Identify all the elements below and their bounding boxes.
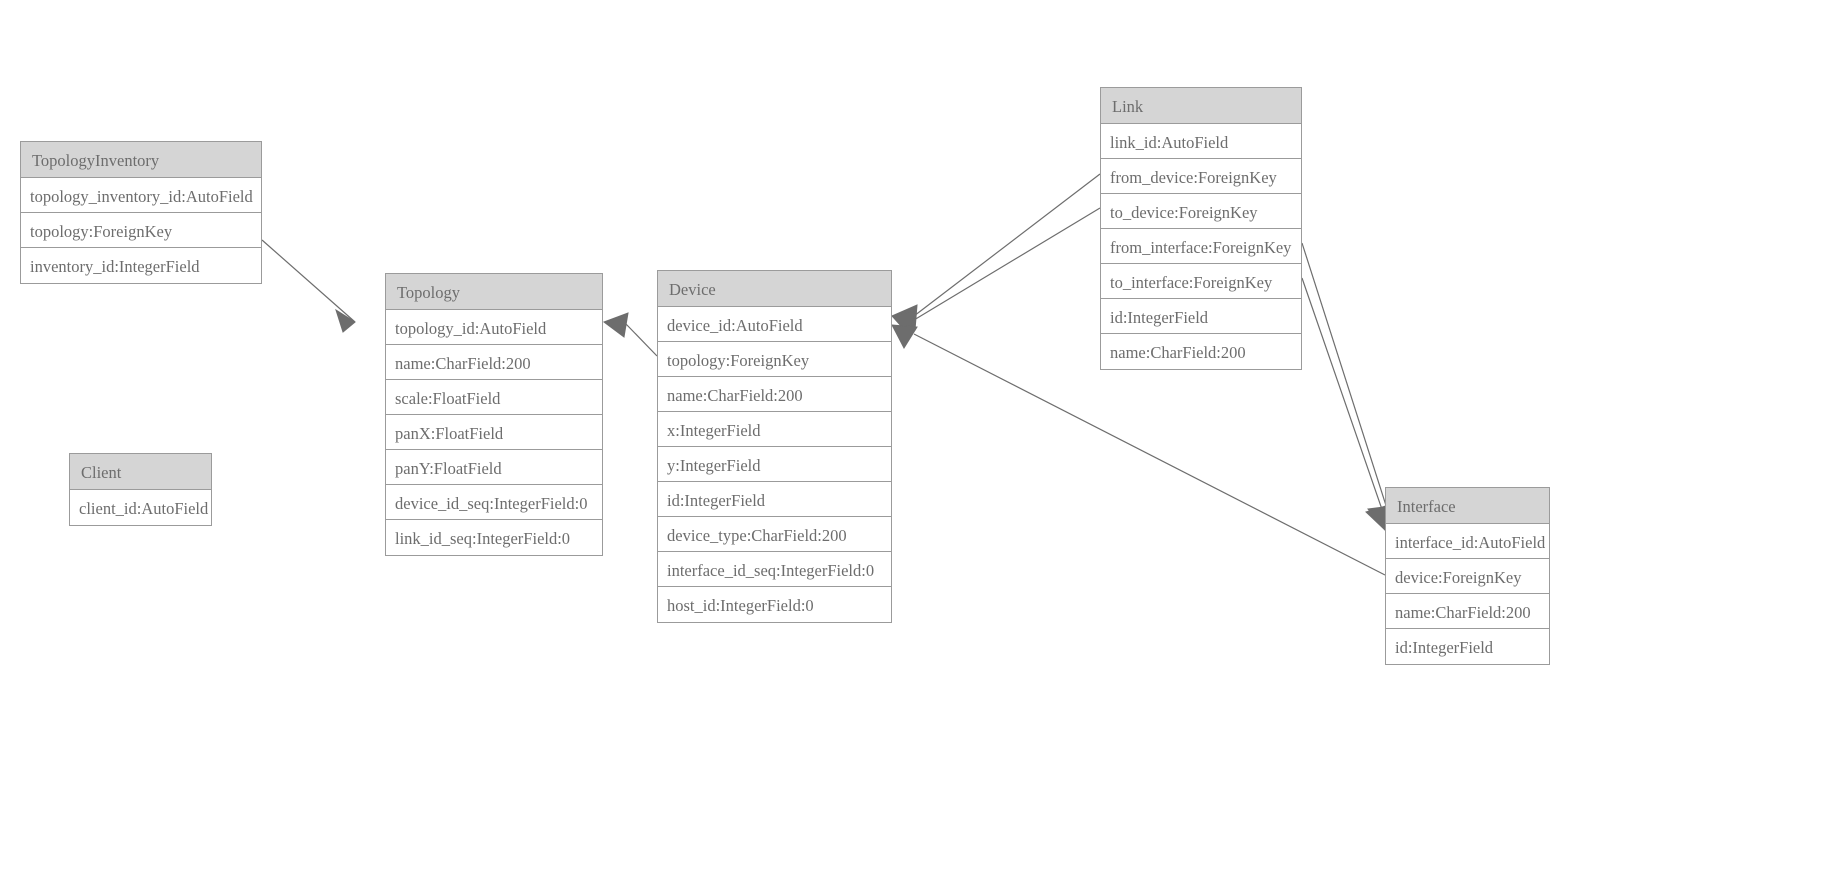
entity-field-row[interactable]: inventory_id:IntegerField <box>30 257 200 276</box>
entity-field-row[interactable]: name:CharField:200 <box>658 377 891 412</box>
relationship-arrowhead <box>891 310 917 337</box>
entity-field-row[interactable]: from_device:ForeignKey <box>1101 159 1301 194</box>
relationship-rel-link-to-device <box>891 207 1101 337</box>
entity-field-row[interactable]: link_id_seq:IntegerField:0 <box>395 529 571 548</box>
entity-field-row[interactable]: topology_inventory_id:AutoField <box>21 178 261 213</box>
entity-field-row[interactable]: panX:FloatField <box>386 415 602 450</box>
relationship-line <box>1301 277 1387 522</box>
relationship-arrowhead <box>891 324 918 350</box>
entity-field-row[interactable]: from_interface:ForeignKey <box>1101 229 1301 264</box>
entity-field-row[interactable]: to_device:ForeignKey <box>1101 194 1301 229</box>
entity-field-row[interactable]: id:IntegerField <box>1101 299 1301 334</box>
relationship-line <box>625 323 658 357</box>
entity-field-row[interactable]: interface_id_seq:IntegerField:0 <box>658 552 891 587</box>
relationship-rel-link-from-device <box>890 173 1101 331</box>
entity-title-client: Client <box>70 454 211 490</box>
entity-field-row[interactable]: topology_id:AutoField <box>386 310 602 345</box>
entity-field-row[interactable]: y:IntegerField <box>658 447 891 482</box>
relationship-line <box>1301 242 1391 519</box>
entity-field-row[interactable]: name:CharField:200 <box>1110 343 1246 362</box>
relationship-rel-link-to-interface <box>1301 277 1390 532</box>
entity-title-topology: Topology <box>386 274 602 310</box>
entity-field-row[interactable]: scale:FloatField <box>386 380 602 415</box>
entity-field-row[interactable]: device_type:CharField:200 <box>658 517 891 552</box>
entity-field-row[interactable]: panY:FloatField <box>386 450 602 485</box>
entity-title-topologyinventory: TopologyInventory <box>21 142 261 178</box>
relationship-line <box>913 207 1101 321</box>
entity-field-row[interactable]: name:CharField:200 <box>386 345 602 380</box>
entity-field-row[interactable]: x:IntegerField <box>658 412 891 447</box>
relationship-rel-device-topology <box>602 312 658 357</box>
entity-box-client[interactable]: Client client_id:AutoField <box>69 453 212 526</box>
entity-field-row[interactable]: name:CharField:200 <box>1386 594 1549 629</box>
entity-field-row[interactable]: device_id_seq:IntegerField:0 <box>386 485 602 520</box>
entity-field-row[interactable]: interface_id:AutoField <box>1386 524 1549 559</box>
entity-field-row[interactable]: to_interface:ForeignKey <box>1101 264 1301 299</box>
relationship-arrowhead <box>602 312 629 338</box>
relationship-line <box>261 239 356 323</box>
entity-field-row[interactable]: id:IntegerField <box>1395 638 1494 657</box>
entity-field-row[interactable]: topology:ForeignKey <box>21 213 261 248</box>
entity-field-row[interactable]: client_id:AutoField <box>79 499 209 518</box>
relationship-arrowhead <box>335 308 356 333</box>
entity-field-row[interactable]: device:ForeignKey <box>1386 559 1549 594</box>
entity-field-row[interactable]: topology:ForeignKey <box>658 342 891 377</box>
relationship-line <box>913 333 1386 576</box>
entity-title-device: Device <box>658 271 891 307</box>
relationship-line <box>913 173 1101 317</box>
entity-field-row[interactable]: link_id:AutoField <box>1101 124 1301 159</box>
entity-field-row[interactable]: id:IntegerField <box>658 482 891 517</box>
entity-title-link: Link <box>1101 88 1301 124</box>
entity-title-interface: Interface <box>1386 488 1549 524</box>
relationship-rel-link-from-interface <box>1301 242 1393 532</box>
entity-field-row[interactable]: device_id:AutoField <box>658 307 891 342</box>
relationship-rel-topologyinventory-topology <box>261 239 356 333</box>
entity-field-row[interactable]: host_id:IntegerField:0 <box>667 596 814 615</box>
relationship-arrowhead <box>890 304 918 331</box>
